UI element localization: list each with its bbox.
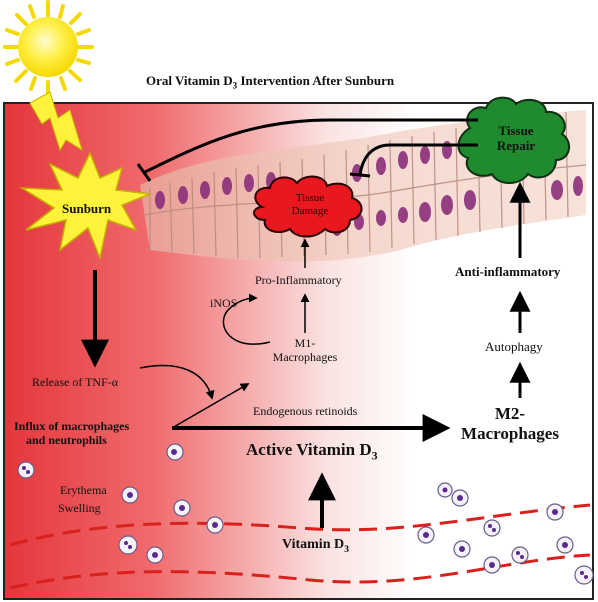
sun-icon	[3, 0, 94, 99]
blood-vessel	[9, 503, 591, 590]
tissue-repair-label: Tissue Repair	[476, 123, 556, 154]
lightning-bolt-icon	[29, 91, 83, 152]
m2-line2: Macrophages	[461, 423, 559, 443]
release-tnf-label: Release of TNF-α	[32, 375, 119, 389]
pro-inflammatory-label: Pro-Inflammatory	[255, 273, 342, 287]
m2-macrophages-label: M2- Macrophages	[450, 404, 570, 443]
arrow-tnf-to-fork	[139, 364, 215, 400]
influx-label: Influx of macrophages and neutrophils	[14, 419, 130, 448]
vitamin-d3-label: Vitamin D3	[282, 537, 349, 555]
sunburn-burst	[19, 151, 151, 261]
swelling-label: Swelling	[58, 501, 101, 515]
influx-line2: and neutrophils	[26, 432, 107, 447]
m1-line1: M1-	[294, 336, 316, 350]
tissue-repair-cloud	[457, 96, 571, 184]
tissue-damage-cloud	[253, 175, 363, 238]
active-vitamin-d3-label: Active Vitamin D3	[246, 440, 378, 463]
endogenous-retinoids-label: Endogenous retinoids	[253, 404, 358, 418]
immune-cells	[17, 443, 594, 585]
arrow-influx-to-m1	[171, 383, 250, 429]
autophagy-label: Autophagy	[485, 339, 543, 354]
influx-line1: Influx of macrophages	[14, 419, 130, 433]
m1-line2: Macrophages	[272, 349, 338, 364]
inhibition-lines	[136, 118, 478, 182]
tissue-repair-line1: Tissue	[498, 123, 534, 138]
tissue-damage-line1: Tissue	[295, 192, 325, 204]
sunburn-label: Sunburn	[62, 201, 112, 216]
erythema-label: Erythema	[60, 483, 107, 497]
inos-label: iNOS	[210, 296, 238, 310]
arrow-m1-inos-loop	[222, 293, 271, 345]
anti-inflammatory-label: Anti-inflammatory	[455, 264, 561, 279]
m1-macrophages-label: M1- Macrophages	[268, 336, 342, 365]
pathway-arrows	[81, 181, 531, 528]
m2-line1: M2-	[494, 404, 526, 423]
diagram-title: Oral Vitamin D3 Intervention After Sunbu…	[146, 73, 395, 91]
tissue-damage-line2: Damage	[291, 204, 329, 217]
tissue-damage-label: Tissue Damage	[270, 192, 350, 217]
tissue-repair-line2: Repair	[496, 137, 536, 153]
